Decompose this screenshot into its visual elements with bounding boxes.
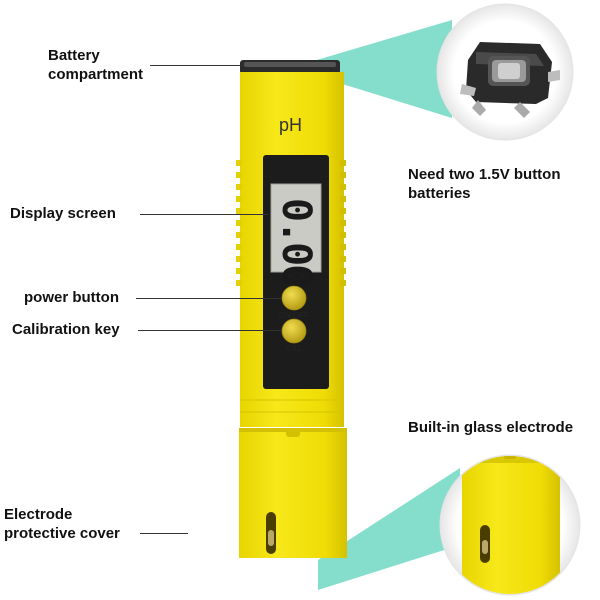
cover-leader-line <box>140 533 188 534</box>
power-leader-line <box>136 298 282 299</box>
batteries-note-label: Need two 1.5V button batteries <box>408 166 561 202</box>
battery-leader-line <box>150 65 243 66</box>
glass-electrode-label: Built-in glass electrode <box>408 419 574 436</box>
calibration-button[interactable] <box>282 319 306 343</box>
battery-compartment-label: Battery compartment <box>48 47 144 83</box>
display-screen-label: Display screen <box>10 205 116 222</box>
ph-meter-body <box>236 60 347 558</box>
electrode-cover-label: Electrode protective cover <box>4 506 120 542</box>
ph-brand-text: pH <box>279 115 303 135</box>
calibration-key-label: Calibration key <box>12 321 120 338</box>
power-button-text-label: power button <box>24 289 119 306</box>
display-leader-line <box>140 214 268 215</box>
electrode-closeup-icon <box>439 454 581 596</box>
power-button-label: ON/OFF <box>278 311 310 320</box>
battery-callout-beam <box>310 20 452 118</box>
calibration-leader-line <box>138 330 282 331</box>
lcd-readout: 0.00 <box>273 198 319 287</box>
power-button[interactable] <box>282 286 306 310</box>
cal-button-label: CAL <box>285 344 303 353</box>
battery-closeup-icon <box>436 3 574 141</box>
electrode-callout-beam <box>318 468 460 590</box>
